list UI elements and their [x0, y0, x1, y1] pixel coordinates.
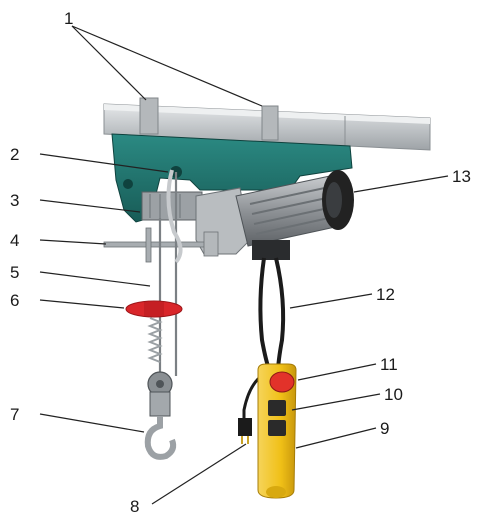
frame-bolt [123, 179, 133, 189]
hook-block [144, 371, 177, 460]
callout-11: 11 [380, 355, 398, 374]
junction-box [252, 240, 290, 260]
rail-bracket-right [261, 105, 279, 141]
rail-bracket-left [139, 97, 159, 135]
power-plug [238, 418, 252, 444]
callout-7: 7 [10, 405, 19, 424]
up-button [268, 400, 286, 416]
callout-13: 13 [452, 167, 471, 186]
callout-6: 6 [10, 291, 19, 310]
rope-stopper [125, 300, 183, 318]
pendant-controller [257, 363, 297, 499]
callout-3: 3 [10, 191, 19, 210]
down-button [268, 420, 286, 436]
callout-9: 9 [380, 419, 389, 438]
callout-8: 8 [130, 497, 139, 515]
callout-10: 10 [384, 385, 403, 404]
rope-spring [147, 317, 163, 363]
emergency-stop-button [269, 371, 295, 393]
callout-4: 4 [10, 231, 19, 250]
leader-lines [39, 25, 449, 505]
callout-2: 2 [10, 145, 19, 164]
callout-12: 12 [376, 285, 395, 304]
lifting-hook [144, 416, 177, 460]
callout-1: 1 [64, 9, 73, 28]
support-rail [103, 97, 431, 151]
electric-motor [235, 170, 354, 247]
callout-labels: 1 2 3 4 5 6 7 8 9 10 11 12 13 [10, 9, 471, 515]
callout-5: 5 [10, 263, 19, 282]
